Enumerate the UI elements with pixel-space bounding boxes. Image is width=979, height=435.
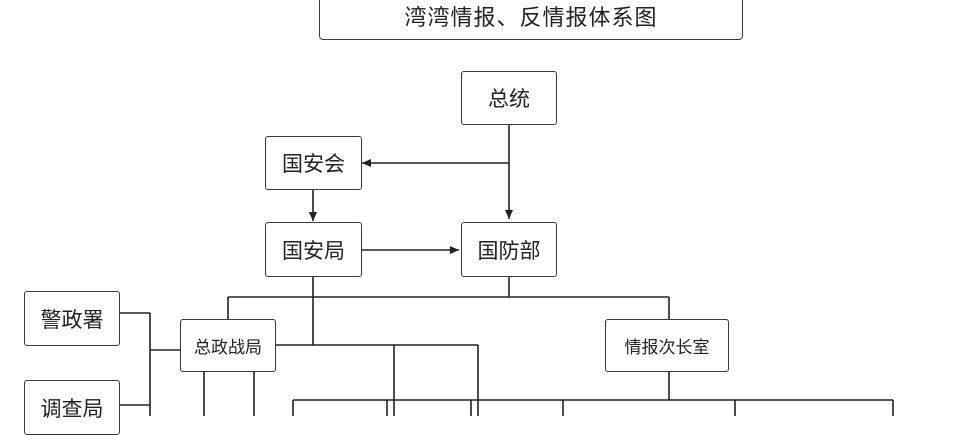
node-mnd: 国防部 <box>461 222 557 277</box>
node-investigation: 调查局 <box>24 380 120 435</box>
connector-lines <box>120 125 894 416</box>
node-intel-deputy: 情报次长室 <box>605 319 729 372</box>
node-nsb: 国安局 <box>265 222 362 277</box>
diagram-title: 湾湾情报、反情报体系图 <box>319 0 743 40</box>
node-nsc: 国安会 <box>265 136 362 190</box>
node-political-warfare: 总政战局 <box>180 319 276 372</box>
node-president: 总统 <box>461 71 557 125</box>
node-police: 警政署 <box>24 291 120 346</box>
